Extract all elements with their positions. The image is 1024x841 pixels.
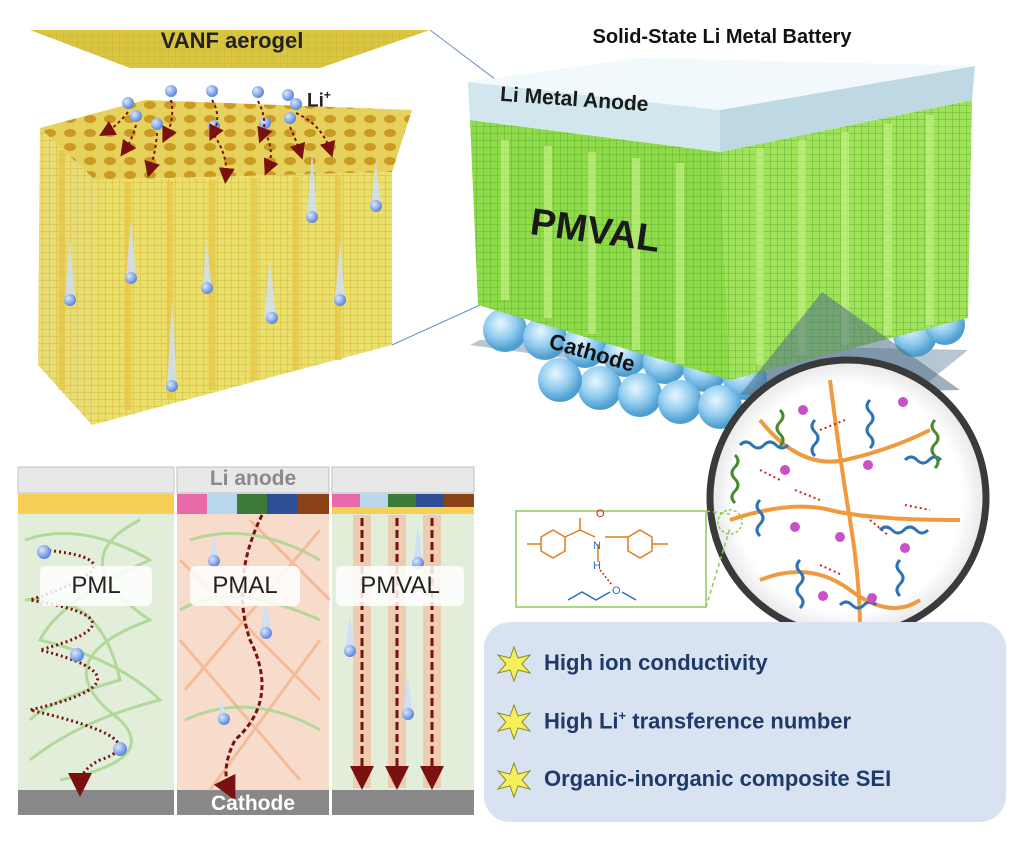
li-ion-label: Li+ xyxy=(307,88,331,112)
feature-text: High Li+ transference number xyxy=(544,708,851,734)
panels xyxy=(17,466,475,815)
incoming-ions xyxy=(99,85,336,184)
star-icon xyxy=(496,646,532,682)
molecule-atom-o: O xyxy=(596,508,605,520)
feature-text-main: High ion conductivity xyxy=(544,650,768,675)
feature-item: Organic-inorganic composite SEI xyxy=(484,760,1006,800)
panel-label-pml: PML xyxy=(40,566,152,606)
molecule-callout xyxy=(515,509,743,608)
battery-illustration xyxy=(468,58,975,429)
li-ion-label-text: Li xyxy=(307,90,324,112)
aerogel-cube xyxy=(38,100,412,425)
molecule-atom-o2: O xyxy=(612,585,621,597)
feature-text-prefix: High Li xyxy=(544,708,619,734)
magnifier-lens xyxy=(706,356,990,640)
panel-label-pmal: PMAL xyxy=(190,566,300,606)
panel-label-pmval: PMVAL xyxy=(336,566,464,606)
battery-title: Solid-State Li Metal Battery xyxy=(592,26,852,48)
aerogel-sheet xyxy=(30,30,430,68)
feature-item: High Li+ transference number xyxy=(484,702,1006,742)
features-box: High ion conductivity High Li+ transfere… xyxy=(484,622,1006,822)
feature-text: Organic-inorganic composite SEI xyxy=(544,766,891,792)
li-ion-label-sup: + xyxy=(323,88,331,102)
molecule-atom-h: H xyxy=(593,560,601,572)
li-anode-label: Li anode xyxy=(209,467,297,490)
feature-text-suffix: transference number xyxy=(626,708,852,734)
zoom-line-bottom xyxy=(391,304,481,346)
feature-text-sup: + xyxy=(618,708,627,723)
aerogel-title: VANF aerogel xyxy=(160,28,304,53)
feature-item: High ion conductivity xyxy=(484,644,1006,684)
cathode-bar-label: Cathode xyxy=(211,792,295,815)
star-icon xyxy=(496,704,532,740)
feature-text: High ion conductivity xyxy=(544,650,768,676)
molecule-atom-n: N xyxy=(593,540,601,552)
star-icon xyxy=(496,762,532,798)
feature-text-main: Organic-inorganic composite SEI xyxy=(544,766,892,791)
